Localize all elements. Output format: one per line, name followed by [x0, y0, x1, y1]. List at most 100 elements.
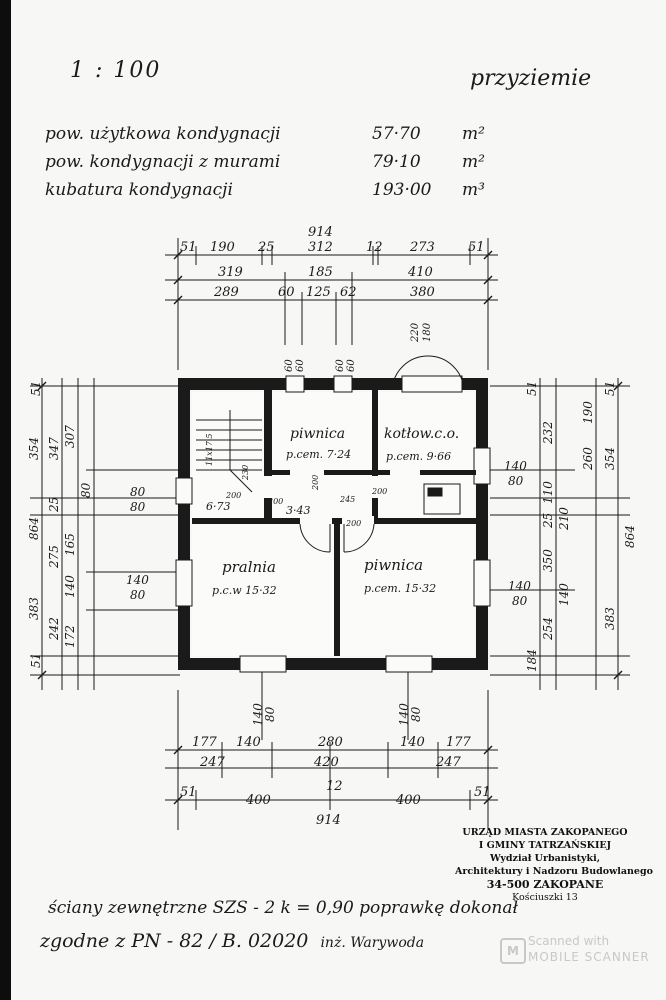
- opening-dim: 140: [251, 703, 265, 726]
- doors: [290, 468, 420, 526]
- room-name-storage-2: piwnica: [364, 556, 423, 574]
- bottom-dim: 247: [435, 755, 462, 770]
- bottom-opening-labels: 140 80 140 80: [251, 703, 423, 726]
- office-stamp: URZĄD MIASTA ZAKOPANEGO I GMINY TATRZAŃS…: [455, 826, 653, 904]
- bottom-dim: 51: [180, 785, 197, 800]
- opening-dim: 140: [397, 703, 411, 726]
- top-total-dim: 914: [308, 225, 333, 240]
- top-small-labels: 60 60 60 60 220 180: [284, 322, 433, 372]
- opening-dim: 80: [130, 485, 146, 499]
- stamp-line: Kościuszki 13: [512, 892, 578, 903]
- summary-label-volume: kubatura kondygnacji: [45, 180, 233, 200]
- bottom-dim: 420: [313, 755, 339, 770]
- opening-dim: 80: [409, 706, 423, 722]
- left-dim: 864: [27, 517, 41, 540]
- right-dim: 25: [541, 513, 555, 529]
- room-floor-storage-2: p.cem. 15·32: [364, 582, 436, 595]
- stamp-line: I GMINY TATRZAŃSKIEJ: [478, 840, 612, 851]
- opening-dim: 140: [126, 573, 149, 587]
- top-dim: 273: [409, 240, 435, 255]
- bottom-dim: 280: [317, 735, 343, 750]
- small-dim: 11x17·5: [205, 433, 214, 466]
- small-dim: 220: [410, 322, 421, 343]
- right-dim: 140: [557, 583, 571, 606]
- summary-label-gross-area: pow. kondygnacji z murami: [45, 152, 281, 172]
- bottom-total-dim: 914: [316, 813, 341, 828]
- mobile-scanner-logo-icon: M: [500, 938, 526, 964]
- small-dim: 60: [284, 359, 295, 372]
- right-dim: 184: [525, 649, 539, 672]
- opening-dim: 80: [263, 706, 277, 722]
- stamp-line: Architektury i Nadzoru Budowlanego: [455, 866, 653, 877]
- right-dim: 864: [623, 525, 637, 548]
- top-dim: 185: [308, 265, 333, 280]
- left-dim: 383: [27, 597, 41, 620]
- top-dimension-labels: 914 51 190 25 312 12 273 51 319 185 410 …: [180, 225, 485, 300]
- summary-label-usable-area: pow. użytkowa kondygnacji: [45, 124, 281, 144]
- room-name-laundry: pralnia: [222, 558, 276, 576]
- right-dim: 383: [603, 607, 617, 630]
- top-dim: 125: [306, 285, 331, 300]
- small-dim: 200: [311, 475, 320, 491]
- watermark-line-2: MOBILE SCANNER: [528, 950, 650, 964]
- summary-unit-volume: m³: [462, 180, 485, 200]
- bottom-dim: 140: [236, 735, 261, 750]
- top-dim: 289: [213, 285, 239, 300]
- room-floor-laundry: p.c.w 15·32: [212, 584, 277, 597]
- room-name-storage-1: piwnica: [290, 426, 345, 442]
- left-dim: 140: [63, 575, 77, 598]
- wall-spec-note: ściany zewnętrzne SZS - 2 k = 0,90 popra…: [48, 898, 518, 918]
- room-floor-storage-1: p.cem. 7·24: [286, 448, 351, 461]
- bottom-dim: 12: [326, 779, 343, 794]
- plan-small-labels: 200 200 200 200 245 11x17·5 230 200: [205, 433, 387, 528]
- stamp-line: URZĄD MIASTA ZAKOPANEGO: [462, 827, 628, 838]
- left-dim: 51: [29, 381, 43, 396]
- right-dim: 350: [541, 549, 555, 572]
- small-dim: 230: [241, 465, 250, 481]
- bottom-dim: 51: [474, 785, 491, 800]
- scanner-watermark: M Scanned with MOBILE SCANNER: [500, 932, 650, 972]
- left-dim: 25: [47, 497, 61, 513]
- small-dim: 245: [339, 495, 355, 504]
- dimension-lines: [30, 238, 630, 830]
- engineer-signature: inż. Warywoda: [320, 935, 425, 951]
- right-dim: 190: [581, 401, 595, 424]
- left-dim: 275: [47, 545, 61, 569]
- top-dim: 319: [218, 265, 243, 280]
- bottom-dim: 247: [199, 755, 226, 770]
- small-dim: 60: [295, 359, 306, 372]
- stamp-line: Wydział Urbanistyki,: [489, 853, 601, 864]
- left-dim: 80: [79, 482, 93, 498]
- summary-value-volume: 193·00: [372, 180, 432, 200]
- summary-value-usable-area: 57·70: [372, 124, 421, 144]
- staircase: [196, 410, 262, 493]
- stamp-line: 34-500 ZAKOPANE: [486, 878, 604, 891]
- right-dim: 254: [541, 617, 555, 641]
- top-dim: 60: [278, 285, 295, 300]
- room-labels: piwnica p.cem. 7·24 kotłow.c.o. p.cem. 9…: [206, 426, 459, 597]
- left-dim: 307: [63, 425, 77, 448]
- top-dim: 410: [407, 265, 433, 280]
- top-dim: 380: [410, 285, 435, 300]
- small-dim: 60: [346, 359, 357, 372]
- right-dim: 110: [541, 481, 555, 504]
- top-dim: 51: [180, 240, 197, 255]
- left-dim: 242: [47, 617, 61, 641]
- compliance-text: zgodne z PN - 82 / B. 02020: [40, 930, 309, 952]
- left-dimension-labels: 354 864 383 347 25 275 242 307 80 165 14…: [27, 381, 149, 668]
- top-dim: 190: [210, 240, 235, 255]
- top-dim: 12: [366, 240, 383, 255]
- bottom-dim: 400: [395, 793, 421, 808]
- left-dim: 354: [27, 437, 41, 460]
- bottom-dim: 177: [192, 735, 218, 750]
- standard-compliance-note: zgodne z PN - 82 / B. 02020 inż. Warywod…: [40, 930, 424, 952]
- door-swings: [299, 355, 465, 553]
- top-dim: 312: [308, 240, 333, 255]
- scan-left-edge: [0, 0, 11, 1000]
- right-dim: 354: [603, 447, 617, 470]
- drawing-scale: 1 : 100: [70, 58, 162, 83]
- right-dim: 51: [603, 381, 617, 396]
- windows: [175, 375, 491, 673]
- right-dim: 210: [557, 507, 571, 531]
